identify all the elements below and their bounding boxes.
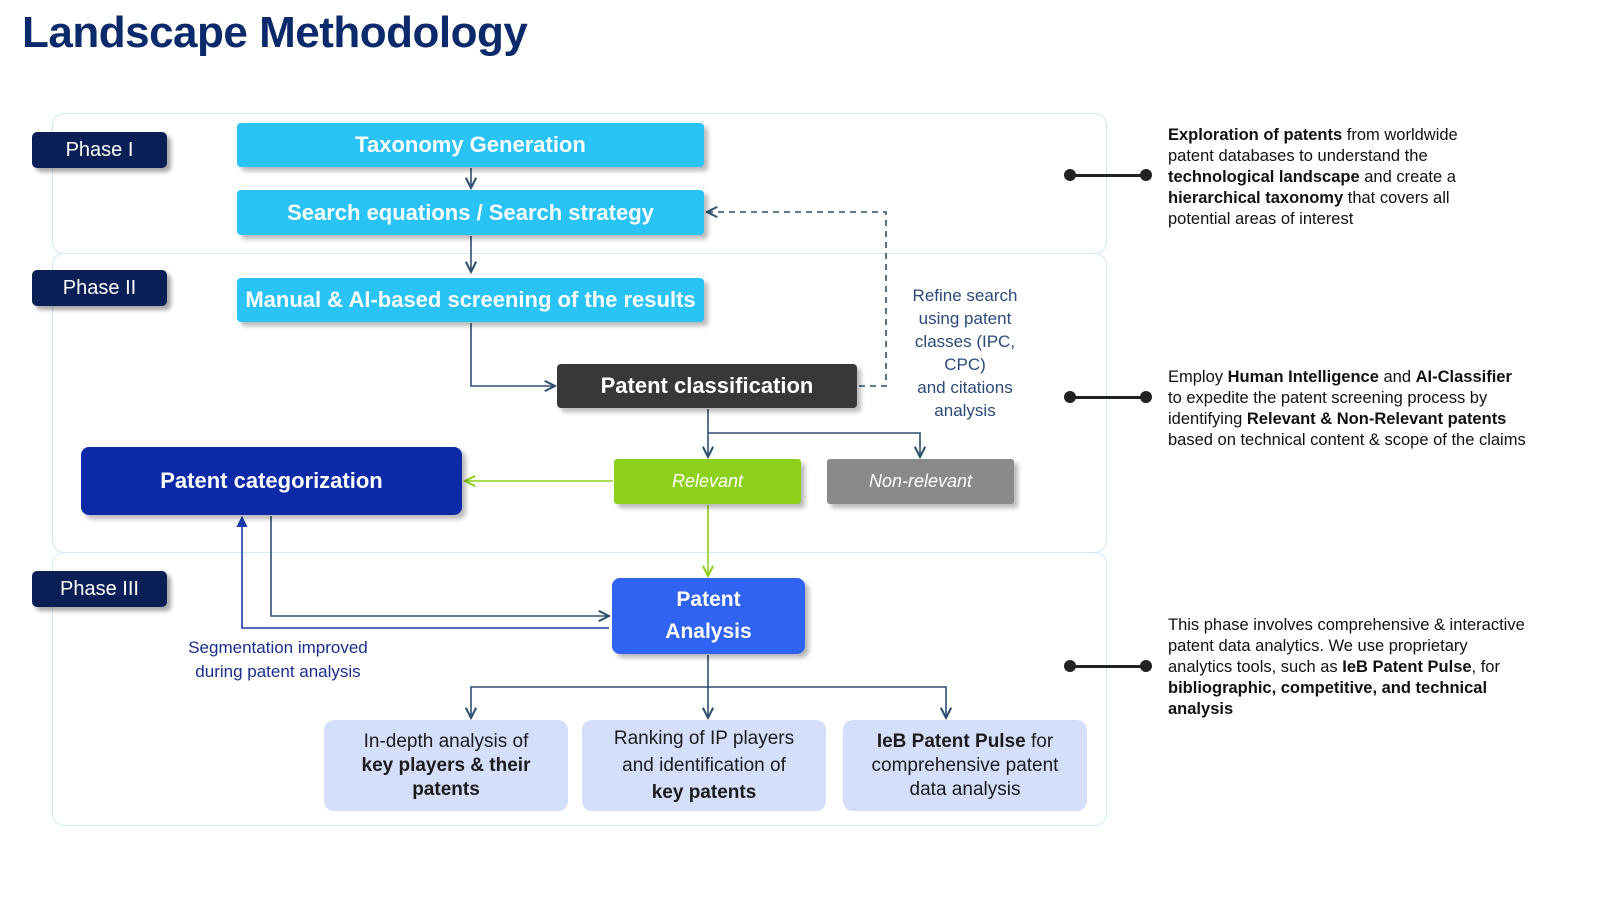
phase-3-tag: Phase III [32,571,167,607]
phase-1-connector [1064,169,1152,181]
taxonomy-generation-box: Taxonomy Generation [237,123,704,167]
patent-analysis-box: Patent Analysis [612,578,805,654]
phase-3-frame [52,552,1107,826]
segmentation-note: Segmentation improved during patent anal… [188,638,368,681]
phase-3-description: This phase involves comprehensive & inte… [1168,616,1525,718]
phase-2-description: Employ Human Intelligence and AI-Classif… [1168,368,1526,449]
screening-box: Manual & AI-based screening of the resul… [237,278,704,322]
output-key-players: In-depth analysis of key players & their… [324,720,568,811]
non-relevant-box: Non-relevant [827,459,1014,504]
patent-categorization-box: Patent categorization [81,447,462,515]
output-patent-pulse: IeB Patent Pulse for comprehensive paten… [843,720,1087,811]
arrow-analysis-feedback [236,515,609,629]
refine-search-note: Refine search using patent classes (IPC,… [912,286,1018,420]
phase-3-connector [1064,660,1152,672]
patent-analysis-line1: Patent [676,588,741,611]
phase-1-tag: Phase I [32,132,167,168]
patent-classification-box: Patent classification [557,364,857,408]
patent-analysis-line2: Analysis [665,620,752,643]
arrow-refine-loop [707,212,887,387]
arrow-output-right [708,686,946,718]
arrow-screening-to-classification [470,323,555,386]
arrow-categorization-to-analysis [270,516,609,616]
phase-2-connector [1064,391,1152,403]
page-title: Landscape Methodology [22,8,528,57]
arrow-output-left [471,686,708,718]
phase-2-tag: Phase II [32,270,167,306]
phase-1-description: Exploration of patents from worldwide pa… [1168,126,1458,228]
search-strategy-box: Search equations / Search strategy [237,190,704,235]
output-key-patents: Ranking of IP players and identification… [582,720,826,811]
relevant-box: Relevant [614,459,801,504]
arrow-classification-to-nonrelevant [708,432,920,457]
